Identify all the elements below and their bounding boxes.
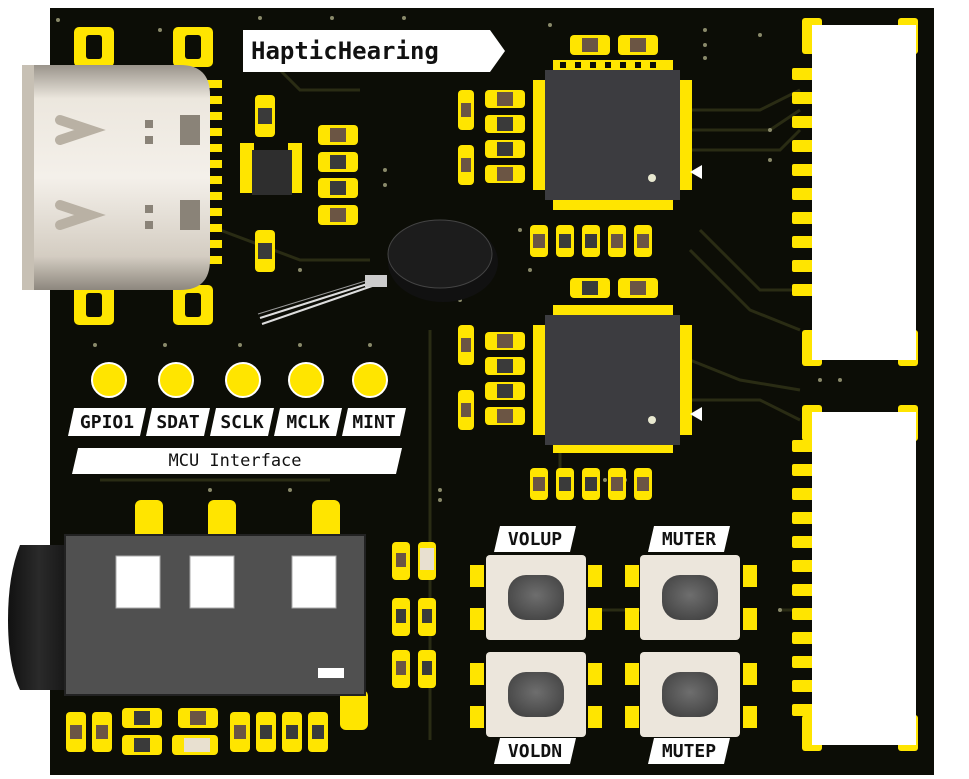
vibration-motor — [257, 219, 498, 325]
codec-chip-bottom — [533, 305, 702, 453]
audio-jack — [8, 500, 368, 730]
passives-jack-area — [66, 542, 436, 755]
pin-label-backgrounds — [68, 30, 505, 474]
test-point-label-sclk: SCLK — [220, 411, 264, 433]
tactile-switches — [470, 555, 757, 737]
test-point-label-sdat: SDAT — [156, 411, 200, 433]
ffc-connectors — [792, 18, 918, 751]
button-label-backgrounds — [494, 526, 730, 764]
test-point-pads — [91, 362, 388, 398]
board-title: HapticHearing — [251, 37, 439, 65]
test-point-label-mint: MINT — [352, 411, 396, 433]
passives-chip-area — [458, 35, 658, 500]
button-label-muter: MUTER — [661, 528, 717, 550]
codec-chip-top — [533, 60, 702, 210]
components-usb-area — [240, 95, 358, 272]
test-point-label-gpio1: GPIO1 — [79, 411, 135, 433]
button-label-voldn: VOLDN — [507, 740, 563, 762]
button-label-mutep: MUTEP — [661, 740, 717, 762]
button-label-volup: VOLUP — [507, 528, 563, 550]
mcu-interface-label: MCU Interface — [168, 451, 302, 471]
usb-c-connector — [22, 65, 210, 290]
test-point-label-mclk: MCLK — [286, 411, 330, 433]
